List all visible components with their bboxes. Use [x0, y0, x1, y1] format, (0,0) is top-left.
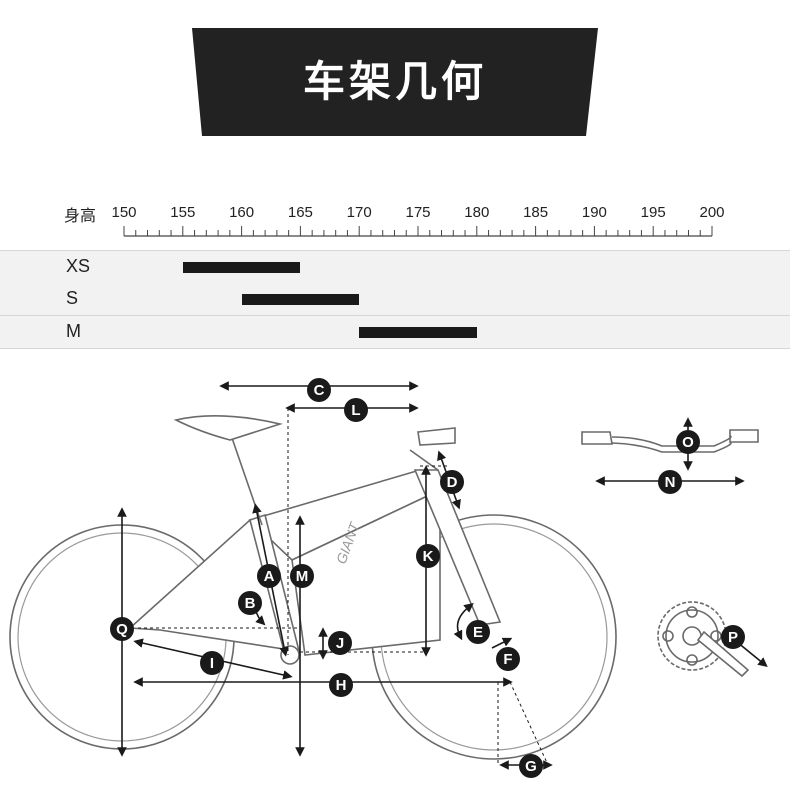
dimension-badge-e: E — [466, 620, 490, 644]
svg-text:P: P — [728, 629, 738, 646]
dimension-badge-k: K — [416, 544, 440, 568]
guide-lines — [138, 408, 549, 766]
dimension-badge-d: D — [440, 470, 464, 494]
svg-text:F: F — [503, 651, 512, 668]
dimension-badge-p: P — [721, 625, 745, 649]
dimension-badge-g: G — [519, 754, 543, 778]
svg-text:D: D — [447, 474, 458, 491]
size-bar-s — [241, 294, 360, 305]
dimension-badge-a: A — [257, 564, 281, 588]
dimension-badge-h: H — [329, 673, 353, 697]
size-label-s: S — [66, 288, 79, 308]
size-row-xs: XS — [0, 250, 790, 284]
size-label-xs: XS — [66, 256, 91, 276]
svg-text:A: A — [264, 568, 275, 585]
svg-text:N: N — [665, 474, 676, 491]
svg-text:Q: Q — [116, 621, 128, 638]
dimension-badge-l: L — [344, 398, 368, 422]
dimension-badge-b: B — [238, 591, 262, 615]
svg-text:J: J — [336, 635, 344, 652]
svg-text:G: G — [525, 758, 537, 775]
page-title: 车架几何 — [302, 57, 487, 106]
height-tick-label: 170 — [346, 204, 372, 221]
height-tick-label: 190 — [581, 204, 607, 221]
svg-text:H: H — [336, 677, 347, 694]
dimension-badge-o: O — [676, 430, 700, 454]
bike-frame — [128, 415, 502, 665]
height-tick-label: 150 — [111, 204, 137, 221]
dimension-badge-n: N — [658, 470, 682, 494]
size-label-m: M — [66, 321, 81, 341]
dimension-badge-f: F — [496, 647, 520, 671]
size-row-m: M — [0, 316, 790, 349]
height-tick-label: 155 — [170, 204, 196, 221]
svg-text:L: L — [351, 402, 360, 419]
dimension-badge-i: I — [200, 651, 224, 675]
height-tick-label: 180 — [464, 204, 490, 221]
dimension-badge-c: C — [307, 378, 331, 402]
size-bar-m — [359, 327, 477, 338]
svg-text:C: C — [314, 382, 325, 399]
dimension-badge-q: Q — [110, 617, 134, 641]
svg-text:I: I — [210, 655, 214, 672]
height-tick-label: 165 — [287, 204, 313, 221]
height-tick-label: 185 — [523, 204, 549, 221]
height-tick-label: 200 — [699, 204, 725, 221]
height-tick-label: 195 — [640, 204, 666, 221]
height-scale-label: 身高 — [64, 206, 97, 225]
svg-text:M: M — [296, 568, 309, 585]
svg-text:O: O — [682, 434, 694, 451]
dimension-badge-j: J — [328, 631, 352, 655]
svg-text:E: E — [473, 624, 483, 641]
height-tick-label: 160 — [229, 204, 255, 221]
banner-background — [192, 28, 598, 136]
height-ruler — [123, 226, 713, 237]
dimension-badges: AB C D E F G H I J K L M N O P Q — [110, 378, 745, 778]
svg-text:K: K — [423, 548, 434, 565]
dimension-badge-m: M — [290, 564, 314, 588]
svg-text:B: B — [245, 595, 256, 612]
height-tick-label: 175 — [405, 204, 431, 221]
crankset-illustration — [657, 601, 750, 678]
size-row-s: S — [0, 283, 790, 316]
title-banner — [192, 28, 598, 136]
handlebar-illustration — [581, 429, 759, 453]
size-bar-xs — [182, 262, 301, 273]
